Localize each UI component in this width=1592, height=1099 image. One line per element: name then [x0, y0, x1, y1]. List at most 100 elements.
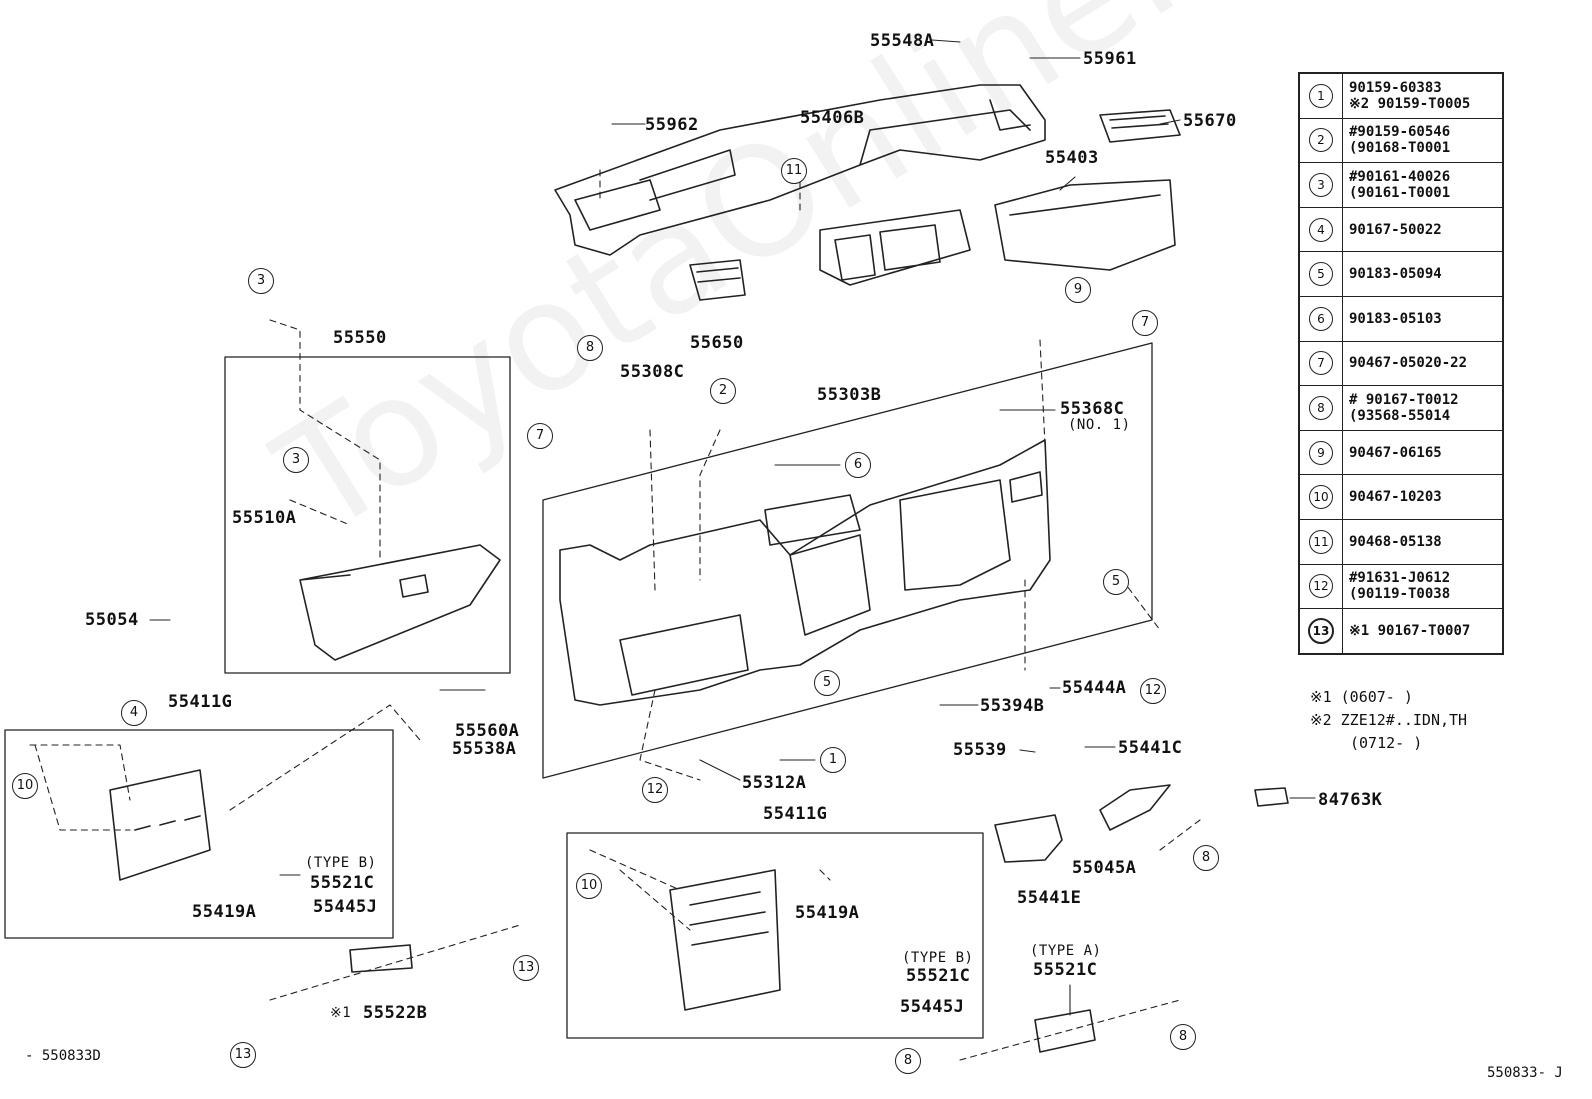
- fastener-part-number[interactable]: 90467-10203: [1349, 489, 1442, 506]
- fastener-part-number[interactable]: (90161-T0001: [1349, 184, 1451, 201]
- fastener-table-row: 13※1 90167-T0007: [1298, 608, 1504, 655]
- callout-55419A-left[interactable]: 55419A: [192, 902, 257, 922]
- callout-55403[interactable]: 55403: [1045, 148, 1099, 168]
- callout-55312A[interactable]: 55312A: [742, 773, 807, 793]
- fastener-ref-13[interactable]: 13: [230, 1042, 256, 1068]
- callout-55522B-mark: ※1: [330, 1005, 352, 1021]
- pocket-55441E-drawing: [994, 814, 1063, 863]
- audio-bezel-outline-box-drawing: [566, 832, 984, 1039]
- callout-55445J-center[interactable]: 55445J: [900, 997, 965, 1017]
- callout-55522B[interactable]: 55522B: [363, 1003, 428, 1023]
- fastener-ref-10[interactable]: 10: [576, 873, 602, 899]
- callout-55539[interactable]: 55539: [953, 740, 1007, 760]
- callout-55406B[interactable]: 55406B: [800, 108, 865, 128]
- fastener-ref-12[interactable]: 12: [1140, 678, 1166, 704]
- callout-55445J-left[interactable]: 55445J: [313, 897, 378, 917]
- fastener-ref-10[interactable]: 10: [12, 773, 38, 799]
- fastener-ref-7[interactable]: 7: [1132, 310, 1158, 336]
- fastener-table-number: 8: [1309, 395, 1333, 420]
- box-55522B-drawing: [349, 944, 413, 973]
- callout-55368C-note: (NO. 1): [1068, 417, 1131, 433]
- callout-55548A[interactable]: 55548A: [870, 31, 935, 51]
- callout-55538A[interactable]: 55538A: [452, 739, 517, 759]
- fastener-ref-7[interactable]: 7: [527, 423, 553, 449]
- callout-55054[interactable]: 55054: [85, 610, 139, 630]
- fastener-ref-3[interactable]: 3: [248, 268, 274, 294]
- fastener-part-number[interactable]: #91631-J0612: [1349, 570, 1451, 587]
- callout-55411G-center[interactable]: 55411G: [763, 804, 828, 824]
- fastener-ref-5[interactable]: 5: [1103, 569, 1129, 595]
- callout-55510A[interactable]: 55510A: [232, 508, 297, 528]
- fastener-ref-5[interactable]: 5: [814, 670, 840, 696]
- callout-55560A[interactable]: 55560A: [455, 721, 520, 741]
- callout-55521C-right[interactable]: 55521C: [1033, 960, 1098, 980]
- footnote-2: ※2 ZZE12#..IDN,TH: [1310, 711, 1468, 729]
- callout-55444A[interactable]: 55444A: [1062, 678, 1127, 698]
- fastener-table-row: 11 90468-05138: [1298, 518, 1504, 565]
- fastener-part-number[interactable]: ※1 90167-T0007: [1349, 622, 1471, 639]
- callout-55521C-center[interactable]: 55521C: [906, 966, 971, 986]
- fastener-part-number[interactable]: 90159-60383: [1349, 79, 1442, 96]
- fastener-part-number[interactable]: #90161-40026: [1349, 168, 1451, 185]
- callout-84763K[interactable]: 84763K: [1318, 790, 1383, 810]
- fastener-ref-8[interactable]: 8: [577, 335, 603, 361]
- fastener-ref-6[interactable]: 6: [845, 452, 871, 478]
- fastener-ref-8[interactable]: 8: [1170, 1024, 1196, 1050]
- callout-55962[interactable]: 55962: [645, 115, 699, 135]
- fastener-part-number[interactable]: 90183-05094: [1349, 266, 1442, 283]
- fastener-ref-12[interactable]: 12: [642, 777, 668, 803]
- callout-55441E[interactable]: 55441E: [1017, 888, 1082, 908]
- footnote-3: (0712- ): [1350, 734, 1423, 752]
- callout-55961[interactable]: 55961: [1083, 49, 1137, 69]
- fastener-part-number[interactable]: (93568-55014: [1349, 407, 1451, 424]
- fastener-ref-3[interactable]: 3: [283, 447, 309, 473]
- heater-control-outline-box-drawing: [4, 729, 394, 939]
- fastener-ref-11[interactable]: 11: [781, 158, 807, 184]
- upper-dash-panel-drawing: [554, 84, 1046, 256]
- callout-55308C[interactable]: 55308C: [620, 362, 685, 382]
- fastener-ref-13[interactable]: 13: [513, 955, 539, 981]
- fastener-part-number[interactable]: 90167-50022: [1349, 221, 1442, 238]
- panel-outline-box-drawing: [542, 342, 1153, 779]
- fastener-part-number[interactable]: 90467-05020-22: [1349, 355, 1468, 372]
- callout-55045A[interactable]: 55045A: [1072, 858, 1137, 878]
- center-bezel-drawing: [819, 209, 971, 286]
- fastener-table-number: 11: [1309, 529, 1333, 554]
- fastener-part-number[interactable]: (90168-T0001: [1349, 140, 1451, 157]
- diagram-code-left: - 550833D: [25, 1048, 101, 1064]
- fastener-ref-2[interactable]: 2: [710, 378, 736, 404]
- fastener-ref-8[interactable]: 8: [1193, 845, 1219, 871]
- callout-55394B[interactable]: 55394B: [980, 696, 1045, 716]
- callout-55441C[interactable]: 55441C: [1118, 738, 1183, 758]
- clip-84763K-drawing: [1254, 787, 1289, 807]
- fastener-part-number[interactable]: (90119-T0038: [1349, 586, 1451, 603]
- fastener-part-number[interactable]: #90159-60546: [1349, 124, 1451, 141]
- callout-55521C-left[interactable]: 55521C: [310, 873, 375, 893]
- audio-bezel-center-drawing: [669, 869, 781, 1011]
- fastener-part-number[interactable]: 90467-06165: [1349, 444, 1442, 461]
- callout-55521C-right-type: (TYPE A): [1030, 943, 1102, 959]
- fastener-part-number[interactable]: # 90167-T0012: [1349, 391, 1459, 408]
- callout-55303B[interactable]: 55303B: [817, 385, 882, 405]
- fastener-ref-8[interactable]: 8: [895, 1048, 921, 1074]
- callout-55521C-center-type: (TYPE B): [902, 950, 974, 966]
- callout-55670[interactable]: 55670: [1183, 111, 1237, 131]
- callout-55650[interactable]: 55650: [690, 333, 744, 353]
- fastener-table-number: 3: [1309, 172, 1333, 197]
- fastener-ref-1[interactable]: 1: [820, 747, 846, 773]
- fastener-ref-4[interactable]: 4: [121, 700, 147, 726]
- callout-55368C[interactable]: 55368C: [1060, 399, 1125, 419]
- callout-55411G-left[interactable]: 55411G: [168, 692, 233, 712]
- callout-55550[interactable]: 55550: [333, 328, 387, 348]
- fastener-part-number[interactable]: ※2 90159-T0005: [1349, 95, 1471, 112]
- fastener-part-number[interactable]: 90468-05138: [1349, 533, 1442, 550]
- callout-55419A-center[interactable]: 55419A: [795, 903, 860, 923]
- fastener-part-number[interactable]: 90183-05103: [1349, 310, 1442, 327]
- fastener-ref-9[interactable]: 9: [1065, 277, 1091, 303]
- pocket-55521C-typeA-drawing: [1034, 1009, 1096, 1053]
